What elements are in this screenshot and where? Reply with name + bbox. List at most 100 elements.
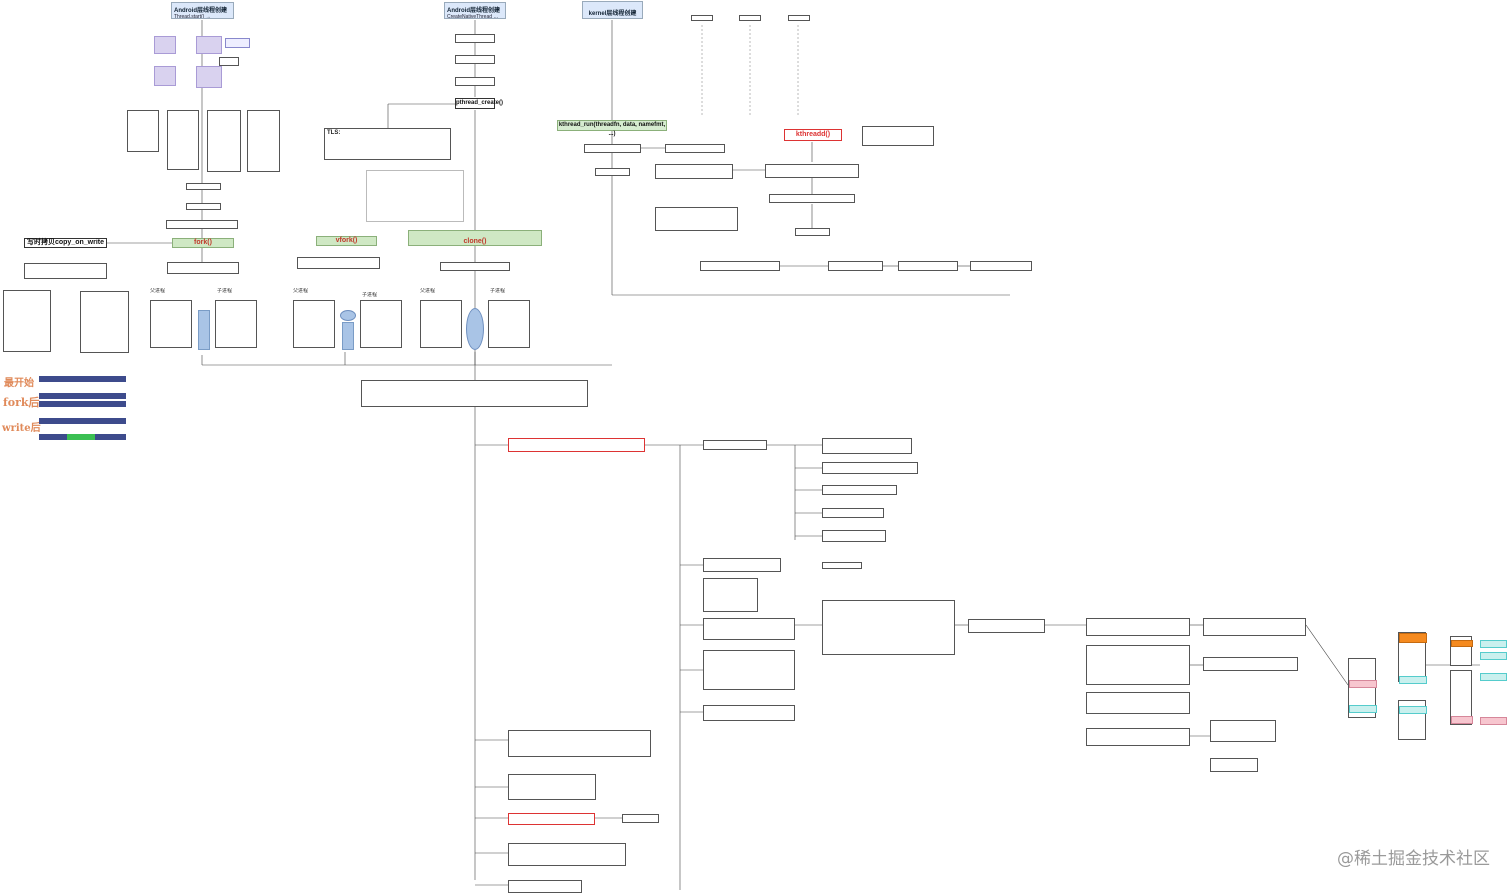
fork-desc [167,262,239,274]
stack-pink-cell [1349,680,1377,688]
tls-note: TLS: [324,128,451,160]
stack-label-1 [1480,640,1507,648]
clone-parent-task [420,300,462,348]
cow-row-1 [39,376,126,382]
fork-child-label: 子进程 [217,288,233,294]
entry-node [1210,720,1276,742]
vfork-title: vfork() [316,236,377,246]
kthread-create-on-node [655,164,733,179]
pthread-create-title: pthread_create() [455,98,503,109]
kernel-thread-node [769,194,855,203]
set-task-stack-node [822,508,884,518]
tls-table [366,170,464,222]
entry-note [1210,758,1258,772]
clone-desc [440,262,510,271]
native-node-3 [455,77,495,86]
sched-fork-node [703,558,781,572]
flow-node-3 [166,220,238,229]
ret-from-fork-node [898,261,958,271]
alloc-thread-stack-node [822,462,918,474]
clone-child-task [488,300,530,348]
stack-column-5 [1450,670,1472,725]
copy-thread-tls-code [822,600,955,655]
vfork-child-task [360,300,402,348]
native-node-1 [455,34,495,43]
clone-child-label: 子进程 [490,288,506,294]
stack-label-3 [1480,673,1507,681]
kthread-run-title: kthread_run(threadfn, data, namefmt, ...… [557,120,667,137]
current-pt-regs-node [1203,657,1298,671]
alloc-task-struct-node [822,438,912,454]
clone-title: clone() [408,230,542,246]
sched-fork-note [822,562,862,569]
wait-for-vfork-code [508,843,626,866]
setup-thread-stack-node [822,530,886,542]
schedule-node [795,228,830,236]
vfork-done-code [508,774,596,800]
child-regs-node [1086,645,1190,685]
small-node-a [219,57,239,66]
seq-actor-1 [691,15,713,21]
vfork-parent-task [293,300,335,348]
thread-fn-node [970,261,1032,271]
memory-box-3 [207,110,241,172]
memory-box-1 [127,110,159,152]
stack-orange-cell [1399,633,1427,643]
tls-regs-node [1086,728,1190,746]
fork-parent-label: 父进程 [150,288,166,294]
stack-orange-cell-2 [1451,640,1473,647]
copy-on-write-title: 写时拷贝copy_on_write [24,238,107,248]
child-regs-node-2 [1086,692,1190,714]
dup-task-struct-node [703,440,767,450]
cow-state-after-write: write后 [2,423,41,434]
clone-parent-label: 父进程 [420,288,436,294]
kthreadd-desc [862,126,934,146]
clone-parent-node [703,705,795,721]
do-fork-desc [361,380,588,407]
cow-row-3 [39,401,126,407]
fork-child-task [215,300,257,348]
copy-process-node [508,438,645,452]
stack-teal-cell-3 [1399,706,1427,714]
stack-pink-cell-2 [1451,716,1473,724]
clone-shared-ellipse [466,308,484,350]
vfork-desc [297,257,380,269]
lavender-node-2 [196,36,222,54]
seq-actor-2 [739,15,761,21]
memory-box-2 [167,110,199,170]
copy-thread-node [703,618,795,640]
pid-alloc-node [703,650,795,690]
task-pt-regs-node [1203,618,1306,636]
copy-thread-tls-node [968,619,1045,633]
fork-shared-block [198,310,210,350]
vfork-shared-ellipse [340,310,356,321]
lavender-node-1 [154,36,176,54]
lavender-note [225,38,250,48]
struct-pt-regs-node [1086,618,1190,636]
lavender-node-4 [196,66,222,88]
copy-files-code [703,578,758,612]
kthread-create-node-2 [665,144,725,153]
stack-label-2 [1480,652,1507,660]
return-pid-code [508,880,582,893]
fork-parent-task [150,300,192,348]
stack-teal-cell-2 [1399,676,1427,684]
stack-label-4 [1480,717,1507,725]
watermark: @稀土掘金技术社区 [1337,849,1490,869]
lavender-node-3 [154,66,176,86]
cow-code-1 [3,290,51,352]
wake-up-new-task-node [828,261,883,271]
cow-state-start: 最开始 [4,378,34,389]
arch-dup-task-node [822,485,897,495]
cow-desc [24,263,107,279]
cow-state-after-fork: fork后 [3,396,40,409]
create-kthread-node [765,164,859,178]
kthread-create-node [584,144,641,153]
cow-row-4 [39,418,126,424]
wake-up-new-task-code [508,813,595,825]
vfork-child-label: 子进程 [362,292,378,298]
cow-row-2 [39,393,126,399]
seq-actor-3 [788,15,810,21]
